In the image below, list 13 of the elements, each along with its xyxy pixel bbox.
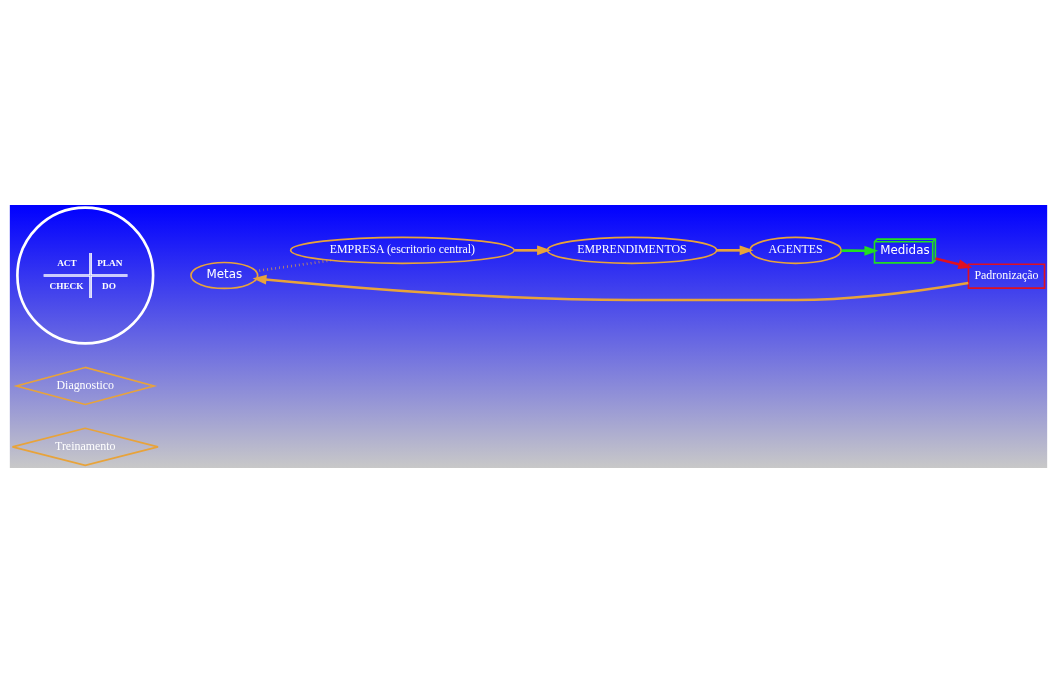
node-circle: ACT PLAN CHECK DO [16, 206, 155, 345]
node-ellipse: EMPRENDIMENTOS [546, 236, 718, 265]
node-ellipse: AGENTES [749, 236, 843, 265]
arrow [252, 274, 969, 302]
node-box: Padronização [967, 263, 1046, 289]
node-ellipse: Metas [190, 261, 259, 290]
arrow [716, 245, 754, 256]
arrow [514, 245, 552, 256]
arrow [841, 245, 879, 256]
node-ellipse: EMPRESA (escritorio central) [289, 236, 516, 265]
node-diamond: Diagnostico [13, 366, 158, 406]
node-diamond: Treinamento [11, 427, 159, 467]
arrow [935, 257, 973, 270]
